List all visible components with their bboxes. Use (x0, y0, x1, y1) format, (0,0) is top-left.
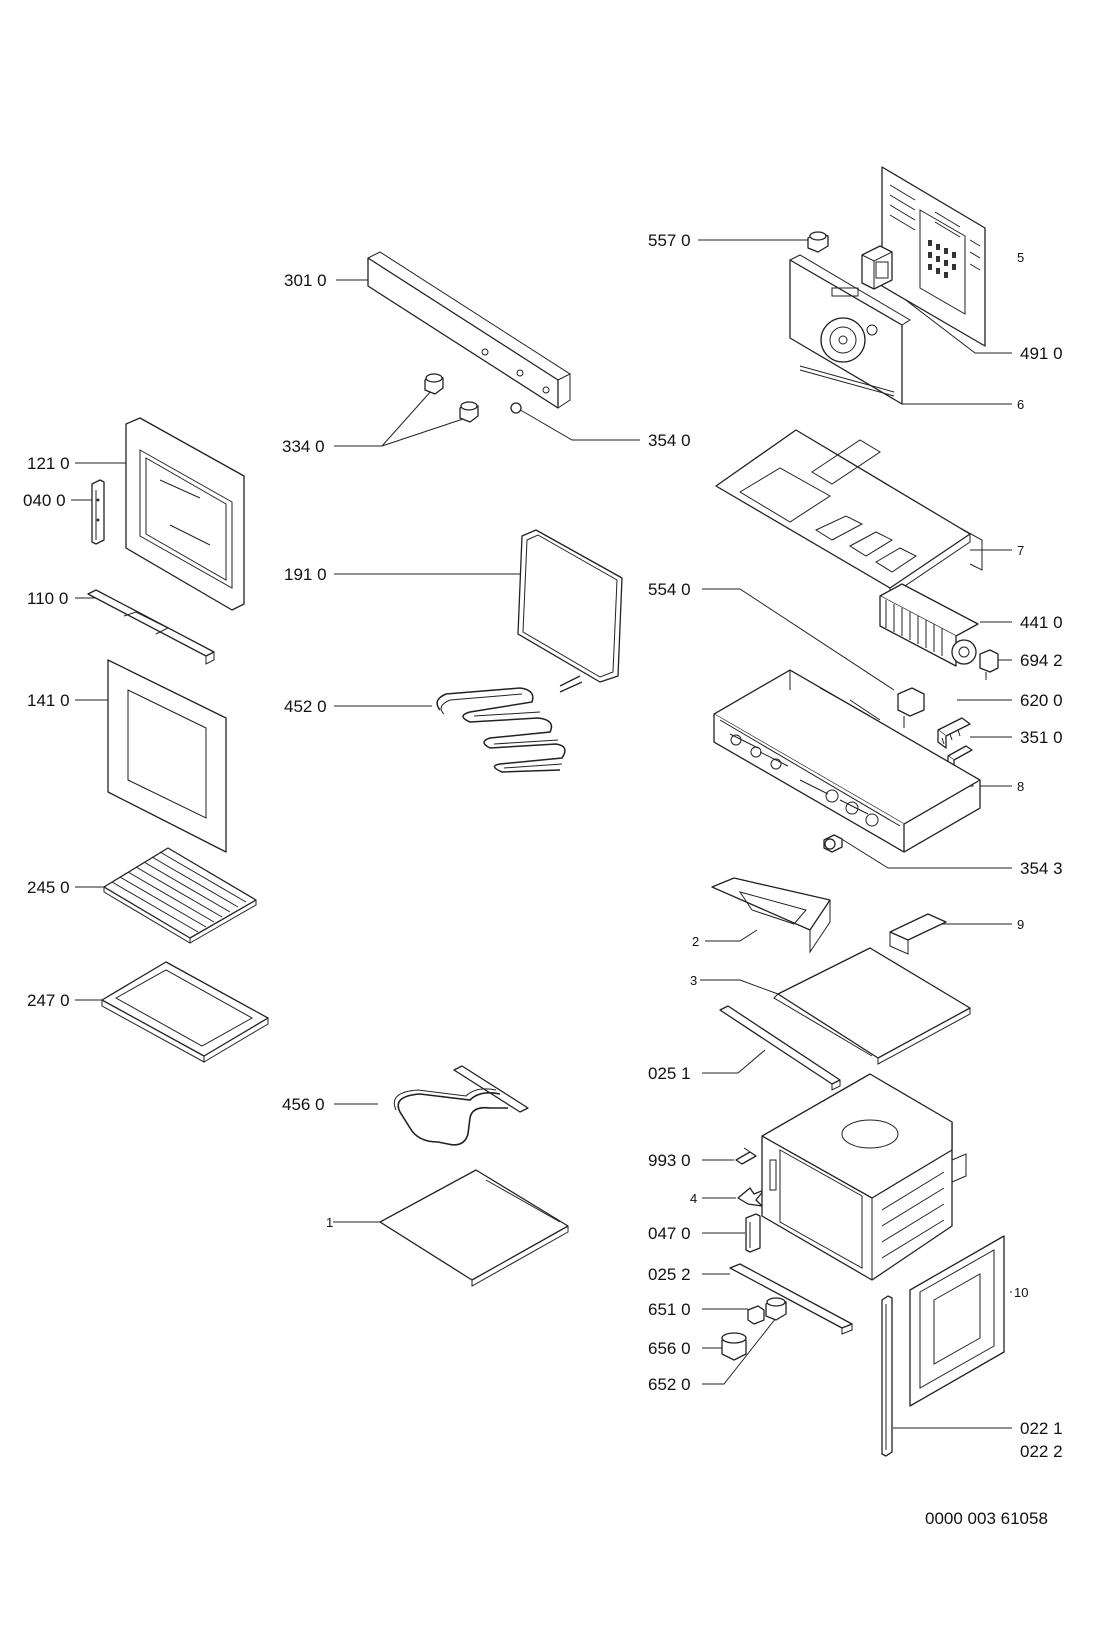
callout-040-0: 040 0 (23, 491, 66, 510)
part-121-0-door-frame-icon (125, 417, 245, 611)
part-993-0-screw-icon (735, 1147, 757, 1165)
part-491-0-icon (861, 245, 893, 290)
callout-557-0: 557 0 (648, 231, 691, 250)
part-8-main-tray-icon (713, 669, 981, 853)
part-191-0-gasket-icon (517, 529, 623, 683)
part-557-0-icon (807, 231, 829, 253)
callout-1: 1 (326, 1215, 333, 1230)
part-247-0-tray-icon (101, 961, 269, 1063)
callout-452-0: 452 0 (284, 697, 327, 716)
part-oven-cavity-icon (761, 1073, 967, 1281)
part-022-rail-icon (881, 1295, 893, 1457)
part-656-0-icon (721, 1332, 747, 1361)
callout-456-0: 456 0 (282, 1095, 325, 1114)
part-354-0-icon (510, 402, 522, 414)
part-5-back-panel-icon (881, 166, 986, 347)
part-047-0-icon (745, 1213, 761, 1253)
part-441-0-fan-motor-icon (879, 583, 979, 667)
callout-5: 5 (1017, 250, 1024, 265)
callout-6: 6 (1017, 397, 1024, 412)
callout-4: 4 (690, 1191, 697, 1206)
part-6-fan-plate-icon (789, 254, 911, 405)
part-245-0-rack-icon (103, 847, 257, 944)
callout-3: 3 (690, 973, 697, 988)
part-110-0-icon (87, 589, 215, 665)
callout-245-0: 245 0 (27, 878, 70, 897)
part-7-top-cover-icon (715, 429, 983, 597)
callout-620-0: 620 0 (1020, 691, 1063, 710)
part-651-0-icon (747, 1305, 765, 1325)
part-452-0-heating-element-icon (436, 675, 583, 773)
part-620-0-icon (937, 717, 971, 749)
part-2-bracket-icon (711, 877, 831, 954)
callout-247-0: 247 0 (27, 991, 70, 1010)
callout-441-0: 441 0 (1020, 613, 1063, 632)
part-025-2-rail-icon (729, 1263, 853, 1335)
callout-351-0: 351 0 (1020, 728, 1063, 747)
callout-10: 10 (1014, 1285, 1028, 1300)
part-456-0-element-icon (393, 1065, 529, 1146)
callout-334-0: 334 0 (282, 437, 325, 456)
callout-2: 2 (692, 934, 699, 949)
callout-354-3: 354 3 (1020, 859, 1063, 878)
document-number: 0000 003 61058 (925, 1509, 1048, 1528)
callout-694-2: 694 2 (1020, 651, 1063, 670)
callout-554-0: 554 0 (648, 580, 691, 599)
part-334-0-icon (424, 373, 479, 423)
part-354-3-icon (823, 834, 843, 853)
callout-656-0: 656 0 (648, 1339, 691, 1358)
callout-047-0: 047 0 (648, 1224, 691, 1243)
callout-652-0: 652 0 (648, 1375, 691, 1394)
part-694-2-icon (979, 649, 999, 680)
part-025-1-rail-icon (719, 1005, 841, 1091)
callout-141-0: 141 0 (27, 691, 70, 710)
part-1-bottom-plate-icon (379, 1169, 569, 1287)
callout-022-2: 022 2 (1020, 1442, 1063, 1461)
part-10-door-inner-icon (909, 1235, 1005, 1407)
callout-7: 7 (1017, 543, 1024, 558)
part-9-icon (889, 913, 947, 955)
callout-354-0: 354 0 (648, 431, 691, 450)
callout-025-2: 025 2 (648, 1265, 691, 1284)
part-4-clip-icon (737, 1187, 765, 1207)
callout-993-0: 993 0 (648, 1151, 691, 1170)
callout-651-0: 651 0 (648, 1300, 691, 1319)
callout-9: 9 (1017, 917, 1024, 932)
part-554-0-icon (897, 687, 925, 728)
leader-lines (71, 239, 1012, 1429)
part-652-0-icon (765, 1297, 787, 1321)
callout-labels: 557 0 301 0 5 491 0 6 334 0 354 0 121 0 … (23, 231, 1063, 1461)
part-040-0-hinge-icon (91, 479, 105, 545)
callout-025-1: 025 1 (648, 1064, 691, 1083)
part-301-0-icon (367, 251, 572, 409)
callout-301-0: 301 0 (284, 271, 327, 290)
part-141-0-glass-icon (107, 659, 227, 853)
callout-110-0: 110 0 (27, 589, 68, 608)
callout-491-0: 491 0 (1020, 344, 1063, 363)
part-3-plate-icon (773, 947, 971, 1065)
callout-191-0: 191 0 (284, 565, 327, 584)
callout-8: 8 (1017, 779, 1024, 794)
callout-022-1: 022 1 (1020, 1419, 1063, 1438)
callout-121-0: 121 0 (27, 454, 70, 473)
